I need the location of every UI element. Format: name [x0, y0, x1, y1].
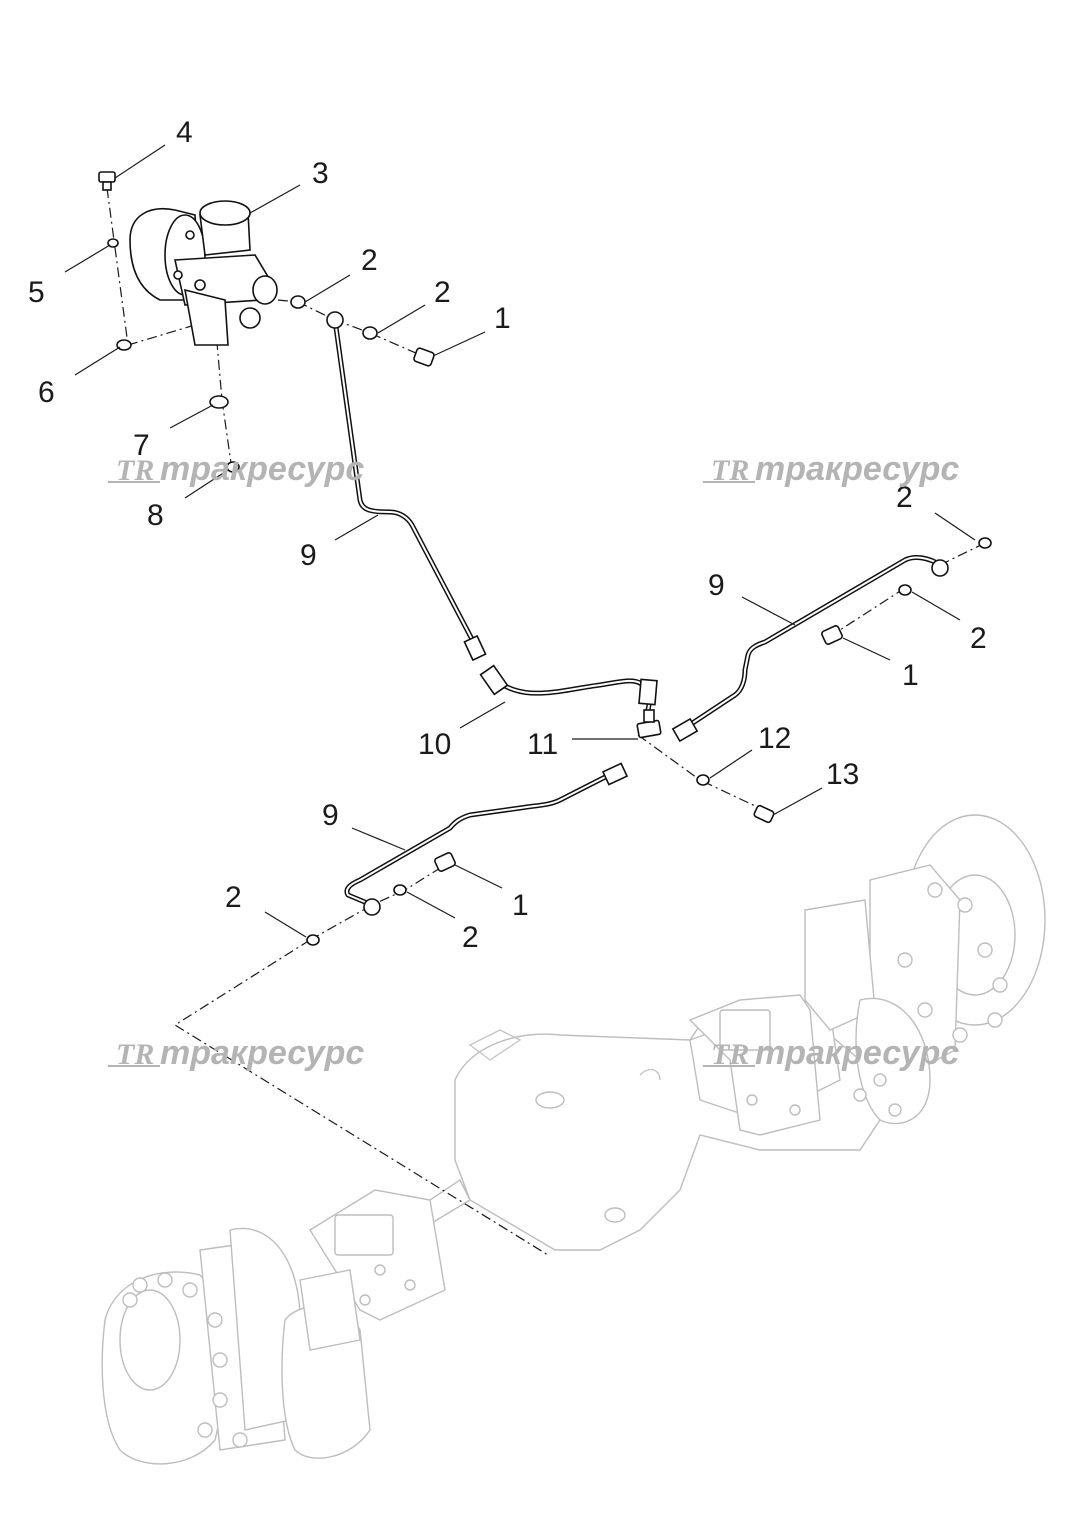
callout-9: 9 — [708, 569, 725, 602]
callout-4: 4 — [176, 116, 193, 149]
watermark-logo: TR — [711, 1038, 749, 1071]
callout-3: 3 — [312, 157, 329, 190]
bolt-13 — [753, 804, 775, 824]
callout-2: 2 — [361, 244, 378, 277]
washer-2-right-a — [978, 537, 992, 549]
watermark-logo: TR — [116, 1038, 154, 1071]
washer-2-top-b — [362, 326, 378, 340]
callout-1: 1 — [494, 302, 511, 335]
tee-fitting-11 — [636, 709, 662, 739]
callout-10: 10 — [418, 728, 451, 761]
callout-2: 2 — [434, 276, 451, 309]
washer-7 — [209, 395, 229, 409]
banjo-bolt-1-bottom — [434, 852, 456, 872]
watermark-text: тракресурс — [160, 1034, 364, 1072]
banjo-eye-top — [326, 311, 344, 329]
callout-1: 1 — [902, 659, 919, 692]
banjo-bolt-1-top — [413, 347, 435, 367]
small-parts — [98, 171, 992, 946]
washer-2-bottom-a — [393, 884, 407, 896]
pipe-9-upper — [332, 317, 487, 662]
callout-2: 2 — [970, 622, 987, 655]
leader-lines — [64, 144, 976, 938]
callout-5: 5 — [28, 276, 45, 309]
banjo-bolt-1-right — [821, 625, 843, 645]
watermark-text: тракресурс — [160, 450, 364, 488]
callout-13: 13 — [826, 758, 859, 791]
brake-pipes — [332, 317, 949, 916]
washer-6 — [116, 339, 132, 351]
callout-2: 2 — [462, 921, 479, 954]
callout-9: 9 — [300, 539, 317, 572]
callout-2: 2 — [225, 881, 242, 914]
watermark-text: тракресурс — [755, 1034, 959, 1072]
bolt-4 — [98, 171, 116, 191]
watermark-logo: TR — [116, 454, 154, 487]
master-cylinder-3 — [129, 200, 278, 346]
nut-8 — [226, 461, 240, 473]
callout-8: 8 — [147, 499, 164, 532]
callout-6: 6 — [38, 376, 55, 409]
callout-11: 11 — [527, 728, 558, 761]
washer-2-bottom-b — [306, 934, 320, 946]
watermark-logo: TR — [711, 454, 749, 487]
pipe-9-right — [671, 555, 949, 743]
watermark-top-left: TR тракресурс — [108, 450, 364, 488]
washer-2-top-a — [290, 295, 306, 309]
washer-12 — [696, 774, 710, 786]
washer-5 — [107, 238, 119, 248]
callout-7: 7 — [133, 429, 150, 462]
callout-2: 2 — [896, 481, 913, 514]
watermark-bottom-left: TR тракресурс — [108, 1034, 364, 1072]
watermark-text: тракресурс — [755, 450, 959, 488]
callout-numbers: 4 3 2 2 1 5 6 7 8 9 2 9 2 1 10 11 12 13 … — [28, 116, 987, 954]
watermark-bottom-right: TR тракресурс — [703, 1034, 959, 1072]
callout-1: 1 — [512, 889, 529, 922]
callout-12: 12 — [758, 722, 791, 755]
callout-9: 9 — [322, 799, 339, 832]
axle-assembly-drawing — [101, 814, 1046, 1465]
pipe-9-lower — [344, 762, 629, 916]
hose-10 — [479, 664, 658, 713]
washer-2-right-b — [898, 584, 912, 596]
watermark-top-right: TR тракресурс — [703, 450, 959, 488]
